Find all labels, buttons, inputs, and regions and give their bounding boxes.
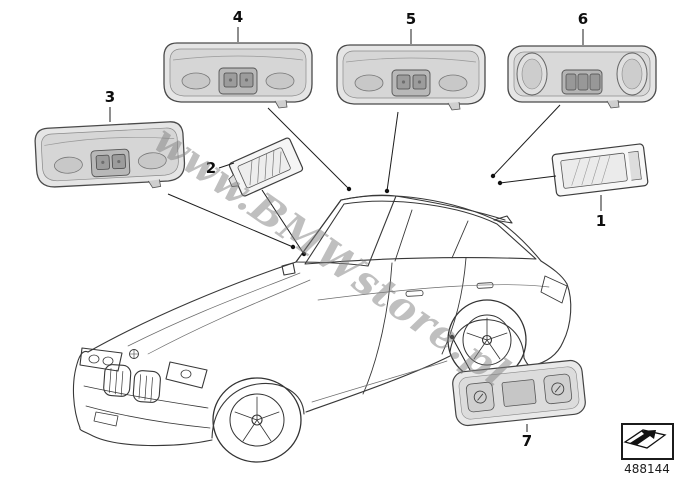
leader-dots — [290, 173, 503, 340]
callout-1-label[interactable]: 1 — [596, 212, 606, 230]
part-5-roof-function-center[interactable] — [336, 44, 486, 111]
part-3-roof-function-center[interactable] — [33, 120, 187, 195]
callout-7-label[interactable]: 7 — [522, 432, 532, 450]
leader-lines — [109, 27, 602, 432]
legend-icon-box — [621, 423, 674, 460]
diagram-part-number: 488144 — [624, 462, 670, 476]
car-illustration — [72, 194, 572, 463]
headlights — [79, 347, 208, 389]
part-4-roof-function-center[interactable] — [163, 42, 313, 109]
part-1-courtesy-lamp[interactable] — [551, 142, 649, 198]
info-arrow-icon — [623, 429, 667, 449]
part-6-roof-function-center[interactable] — [507, 45, 657, 109]
front-wheel — [212, 377, 302, 463]
callout-2-label[interactable]: 2 — [206, 159, 216, 177]
part-2-courtesy-lamp[interactable] — [222, 136, 305, 200]
callout-6-label[interactable]: 6 — [578, 10, 588, 28]
callout-5-label[interactable]: 5 — [406, 10, 416, 28]
callout-3-label[interactable]: 3 — [105, 88, 115, 106]
kidney-grille — [103, 364, 161, 403]
callout-4-label[interactable]: 4 — [233, 8, 243, 26]
